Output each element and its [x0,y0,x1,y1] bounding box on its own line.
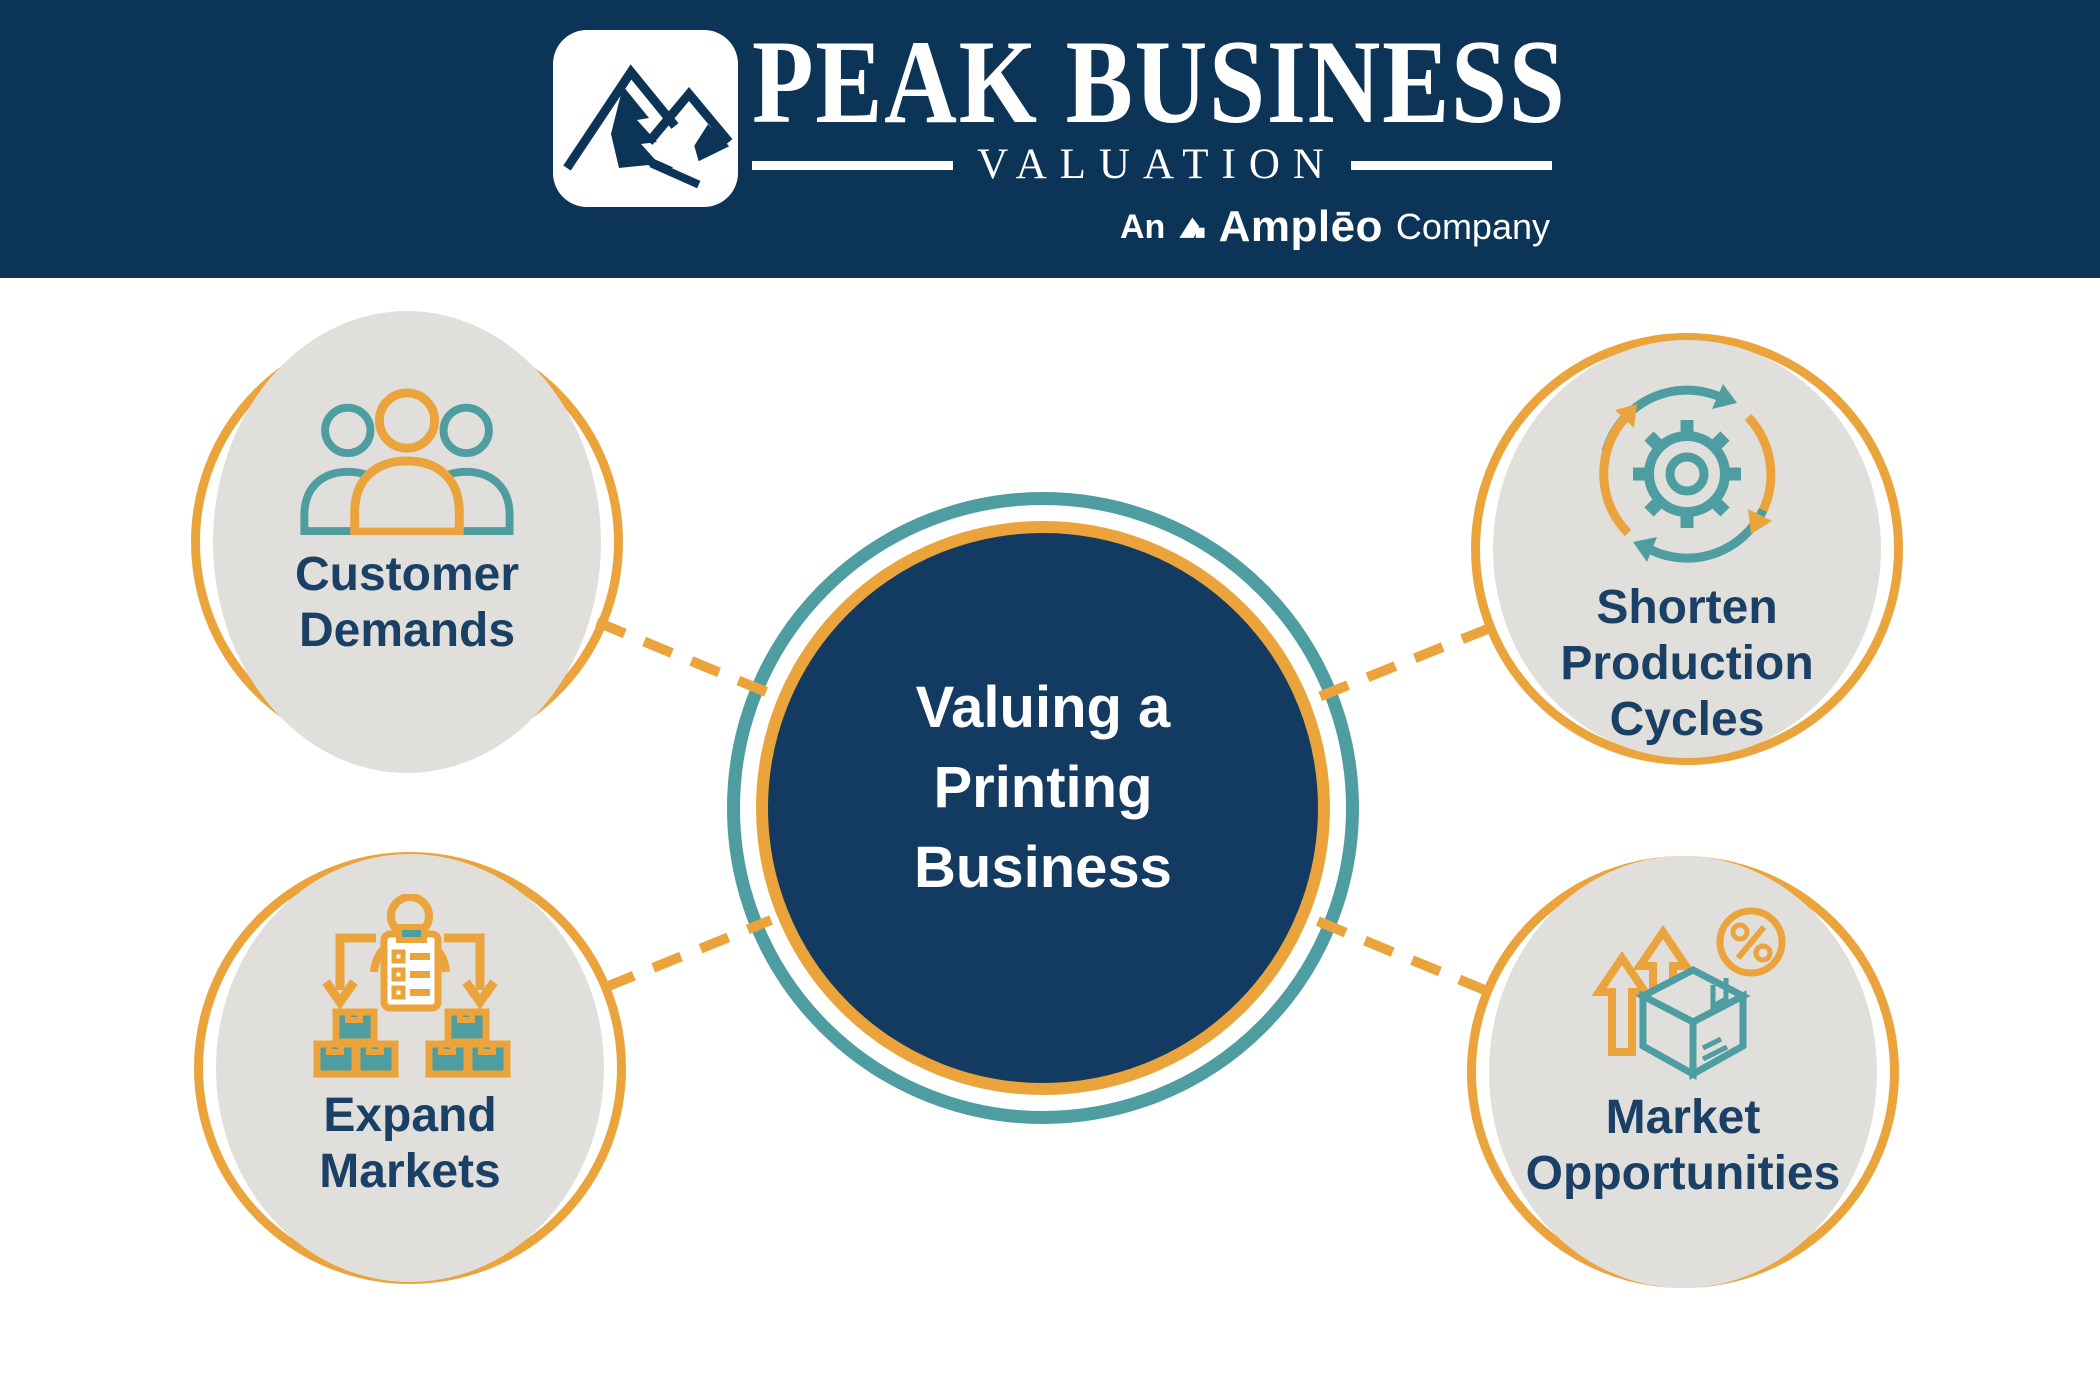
node-label: Shorten Production Cycles [1560,580,1813,748]
center-title-line: Business [914,835,1172,900]
node-label: Expand Markets [319,1088,500,1200]
tagline-brand: Amplēo [1218,202,1383,251]
label-line: Shorten [1596,581,1778,634]
distribution-icon [313,894,511,1078]
node-customer-demands: Customer Demands [191,311,623,773]
node-market-opportunities: Market Opportunities [1467,856,1899,1288]
left-rule [752,160,954,170]
node-label: Customer Demands [295,547,519,659]
label-line: Markets [319,1145,501,1198]
tagline-suffix: Company [1395,206,1550,247]
label-line: Demands [298,604,516,657]
center-title-line: Valuing a [915,675,1171,740]
label-line: Opportunities [1525,1147,1841,1200]
node-shorten-production-cycles: Shorten Production Cycles [1471,333,1903,765]
production-cycle-icon [1599,384,1776,563]
label-line: Customer [294,548,520,601]
node-label: Market Opportunities [1526,1090,1841,1202]
node-shorten-production-cycles-body: Shorten Production Cycles [1493,340,1881,758]
label-line: Market [1605,1091,1761,1144]
brand-subtitle-row: VALUATION [752,142,1552,188]
center-title-line: Printing [933,755,1153,820]
node-expand-markets: Expand Markets [194,852,626,1284]
brand-name: PEAK BUSINESS [752,15,1567,148]
peak-mountain-logo [553,30,738,207]
customers-icon [300,388,514,535]
label-line: Cycles [1609,693,1765,746]
connector-top-right [1314,623,1492,703]
connector-bottom-left [604,915,773,992]
label-line: Expand [323,1089,497,1142]
node-market-opportunities-body: Market Opportunities [1489,856,1877,1288]
header-banner: PEAK BUSINESS VALUATION An Amplēo Compan… [0,0,2100,278]
node-customer-demands-body: Customer Demands [213,311,601,773]
ampleo-tagline: An Amplēo Company [1120,202,1550,252]
center-title: Valuing a Printing Business [914,668,1172,908]
market-growth-icon [1591,907,1786,1080]
connector-top-left [595,617,778,701]
ampleo-mark-icon [1179,217,1205,238]
right-rule [1350,160,1552,170]
node-expand-markets-body: Expand Markets [216,854,604,1282]
brand-subtitle: VALUATION [977,141,1337,188]
tagline-prefix: An [1120,207,1166,246]
center-hub: Valuing a Printing Business [756,521,1330,1095]
connector-bottom-right [1313,915,1489,996]
mountain-icon [563,64,733,189]
label-line: Production [1560,637,1814,690]
